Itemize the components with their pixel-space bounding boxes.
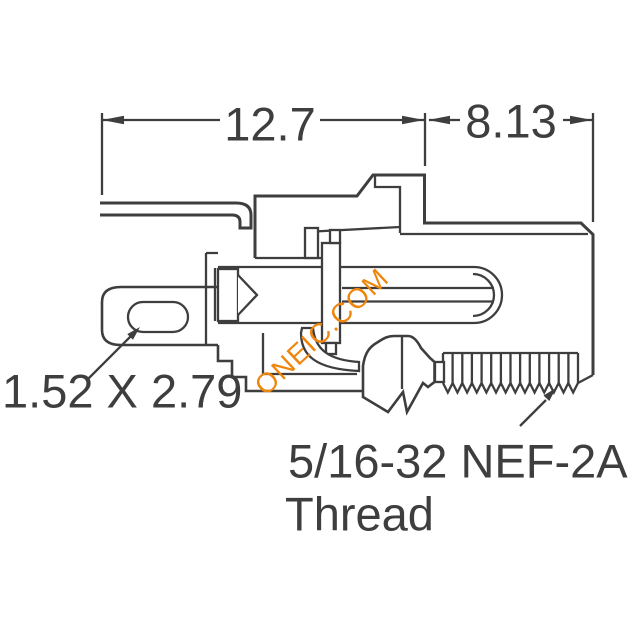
tip-triangle	[237, 274, 259, 316]
threaded-bushing	[433, 351, 580, 396]
mounting-plate	[100, 285, 218, 347]
thread-leader-arrow	[519, 388, 556, 427]
lower-housing	[216, 333, 364, 393]
slot-opening	[126, 300, 190, 334]
tip-contact	[204, 251, 259, 345]
arrowhead-right-icon	[402, 115, 424, 125]
slot-leader-arrow	[87, 327, 140, 380]
dimension-label-12-7: 12.7	[224, 97, 316, 151]
thread-spec-label: 5/16-32 NEF-2A	[288, 434, 628, 488]
dimension-12-7	[100, 113, 427, 195]
slot-size-label: 1.52 X 2.79	[2, 364, 243, 418]
housing-outline	[253, 173, 595, 385]
arrowhead-icon	[127, 327, 140, 340]
crown-washer	[361, 334, 436, 416]
bushing-neck	[433, 360, 446, 384]
solder-lug	[100, 201, 253, 230]
arrowhead-left-icon	[102, 115, 124, 125]
center-terminal	[303, 226, 342, 356]
arrowhead-right-icon	[570, 115, 592, 125]
dimension-8-13	[428, 113, 595, 222]
barrel-sleeve	[218, 265, 504, 325]
thread-teeth	[441, 380, 579, 396]
dimension-label-8-13: 8.13	[465, 94, 557, 148]
arrowhead-icon	[543, 388, 556, 401]
thread-word-label: Thread	[285, 487, 434, 541]
spring-contact	[299, 326, 361, 373]
arrowhead-left-icon	[428, 115, 450, 125]
